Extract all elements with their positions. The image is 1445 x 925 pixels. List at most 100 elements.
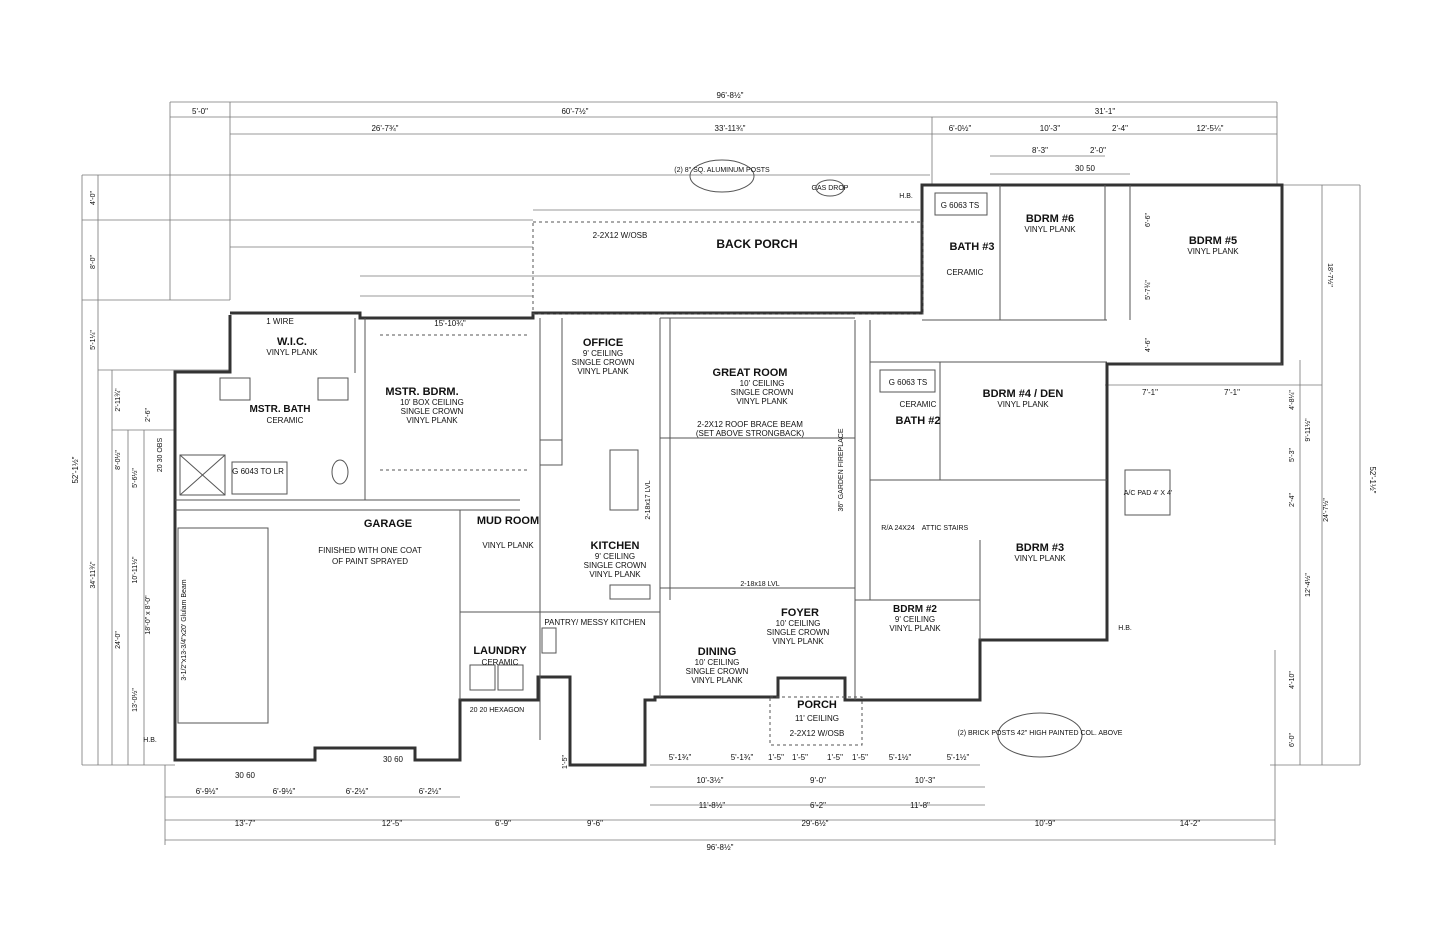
top-dimension-lines [169, 101, 1278, 300]
room-note: VINYL PLANK [772, 637, 824, 646]
aluminum-posts-callout [689, 159, 755, 193]
hose-bib-label: H.B. [143, 737, 157, 744]
room-note: SINGLE CROWN [584, 561, 647, 570]
dim-label: 2'-11¾" [115, 388, 122, 412]
dim-label: 12'-5¼" [1196, 124, 1223, 133]
room-name-dining: DINING [698, 646, 737, 658]
room-note: FINISHED WITH ONE COAT [318, 546, 422, 555]
dim-label: 13'-0½" [131, 688, 139, 712]
dim-label: 30 50 [1075, 164, 1096, 173]
room-note: 10' BOX CEILING [400, 398, 464, 407]
room-note: SINGLE CROWN [401, 407, 464, 416]
room-name-porch: PORCH [797, 699, 837, 711]
callout-text: (2) 8" SQ. ALUMINUM POSTS [674, 167, 770, 174]
dim-label: 9'-11½" [1304, 418, 1312, 442]
room-note: 9' CEILING [583, 349, 623, 358]
dim-label: 6'-9" [495, 819, 511, 828]
room-note: VINYL PLANK [889, 624, 941, 633]
room-name-bdrm4: BDRM #4 / DEN [983, 388, 1064, 400]
hose-bib-label: H.B. [899, 193, 913, 200]
dim-label: 6'-0" [1289, 733, 1296, 747]
room-note: 9' CEILING [895, 615, 935, 624]
dim-label: 33'-11¾" [715, 124, 746, 133]
exterior-walls [173, 183, 1284, 767]
window-tag: 30 60 [235, 771, 256, 780]
dim-label: 5'-0" [192, 107, 208, 116]
room-note: CERAMIC [267, 416, 304, 425]
dim-label: 34'-11¾" [90, 561, 97, 589]
dim-label: 5'-1½" [947, 753, 970, 762]
room-note: G 6063 TS [941, 201, 980, 210]
room-name-bath3: BATH #3 [949, 241, 994, 253]
room-name-wic: W.I.C. [277, 336, 307, 348]
dim-label: 18'-0" x 8'-0" [145, 595, 152, 635]
room-note: VINYL PLANK [997, 400, 1049, 409]
interior-walls [175, 185, 1282, 740]
hexagon-window-label: 20 20 HEXAGON [470, 707, 524, 714]
room-note: VINYL PLANK [266, 348, 318, 357]
room-note: 15'-10¾" [434, 319, 466, 328]
room-note: SINGLE CROWN [572, 358, 635, 367]
dim-label: 2'-4" [1289, 493, 1296, 507]
dim-label: 1'-5" [562, 755, 569, 769]
callout-text: (2) BRICK POSTS 42" HIGH PAINTED COL. AB… [958, 730, 1123, 737]
dim-label: 12'-5" [382, 819, 403, 828]
room-note: VINYL PLANK [577, 367, 629, 376]
room-name-mstr-bath: MSTR. BATH [250, 404, 311, 415]
overall-right-dim: 52'-1½" [1368, 466, 1377, 493]
brick-posts-callout [997, 712, 1083, 758]
room-note: 11' CEILING [795, 714, 839, 723]
room-name-back-porch: BACK PORCH [716, 237, 797, 251]
right-dimension-lines [1105, 184, 1361, 766]
room-name-kitchen: KITCHEN [591, 540, 640, 552]
dim-label: 5'-6½" [131, 468, 139, 488]
dim-label: 11'-8" [910, 801, 930, 810]
dim-label: 4'-8¼" [1289, 390, 1296, 410]
dim-label: 20 30 OBS [157, 438, 164, 473]
dim-label: 6'-2" [810, 801, 826, 810]
dim-label: 10'-3½" [696, 776, 723, 785]
dim-label: 6'-9½" [196, 787, 219, 796]
dim-label: 24'-0" [115, 631, 122, 649]
dim-label: 10'-3" [1040, 124, 1061, 133]
dim-label: 5'-1¾" [669, 753, 692, 762]
room-name-foyer: FOYER [781, 607, 819, 619]
fixtures [179, 192, 1171, 691]
dim-label: 1'-5" [768, 753, 784, 762]
dim-label: 5'-1¼" [90, 330, 97, 350]
overall-bottom-dim: 96'-8½" [706, 843, 733, 852]
dim-label: 5'-1½" [889, 753, 912, 762]
dim-label: 4'-6" [1145, 338, 1152, 352]
window-tag: 30 60 [383, 755, 404, 764]
room-note: 9' CEILING [595, 552, 635, 561]
dim-label: 1'-5" [792, 753, 808, 762]
hose-bib-label: H.B. [1118, 625, 1132, 632]
dim-label: 29'-6½" [801, 819, 828, 828]
dim-label: 6'-6" [1145, 213, 1152, 227]
fireplace-label: 36" GARDEN FIREPLACE [838, 428, 845, 511]
room-note: G 6043 TO LR [232, 467, 284, 476]
dim-label: 10'-9" [1035, 819, 1056, 828]
dim-label: 8'-0" [90, 255, 97, 269]
beam-lines [380, 334, 855, 589]
dim-label: 4'-0" [90, 191, 97, 205]
room-note: VINYL PLANK [1024, 225, 1076, 234]
dim-label: 31'-1" [1095, 107, 1116, 116]
room-note: 10' CEILING [776, 619, 821, 628]
dim-label: 10'-3" [915, 776, 936, 785]
room-name-mstr-bdrm: MSTR. BDRM. [385, 386, 458, 398]
dim-label: 8'-0½" [114, 450, 122, 470]
room-note: 2-2X12 ROOF BRACE BEAM [697, 420, 803, 429]
dim-label: 9'-6" [587, 819, 603, 828]
bottom-dimension-lines [164, 650, 1276, 845]
dim-label: 5'-3" [1289, 448, 1296, 462]
room-name-pantry: PANTRY/ MESSY KITCHEN [544, 618, 646, 627]
room-name-laundry: LAUNDRY [473, 645, 527, 657]
dim-label: 6'-2½" [419, 787, 442, 796]
room-name-garage: GARAGE [364, 518, 412, 530]
lvl-beam-label: 2-18x17 LVL [645, 480, 652, 519]
dim-label: 4'-10" [1289, 671, 1296, 689]
dim-label: 2'-4" [1112, 124, 1128, 133]
dim-label: 6'-2½" [346, 787, 369, 796]
return-air-label: R/A 24X24 [881, 525, 915, 532]
